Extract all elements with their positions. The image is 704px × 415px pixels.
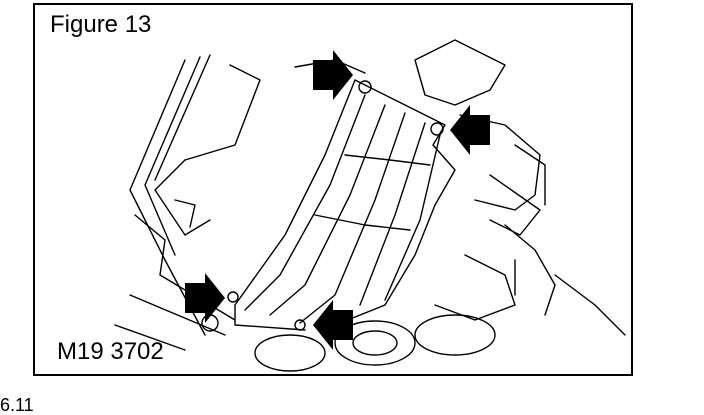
- arrow-icon: [185, 273, 225, 323]
- arrow-icon: [313, 300, 353, 350]
- figure-reference-code: M19 3702: [57, 338, 164, 365]
- figure-frame: Figure 13 M19 3702: [33, 3, 633, 376]
- arrow-icon: [313, 50, 353, 100]
- figure-title: Figure 13: [50, 11, 152, 38]
- line-drawing-illustration: [114, 39, 626, 372]
- arrow-marks: [185, 50, 490, 350]
- section-number: 6.11: [0, 395, 34, 415]
- arrow-icon: [450, 105, 490, 155]
